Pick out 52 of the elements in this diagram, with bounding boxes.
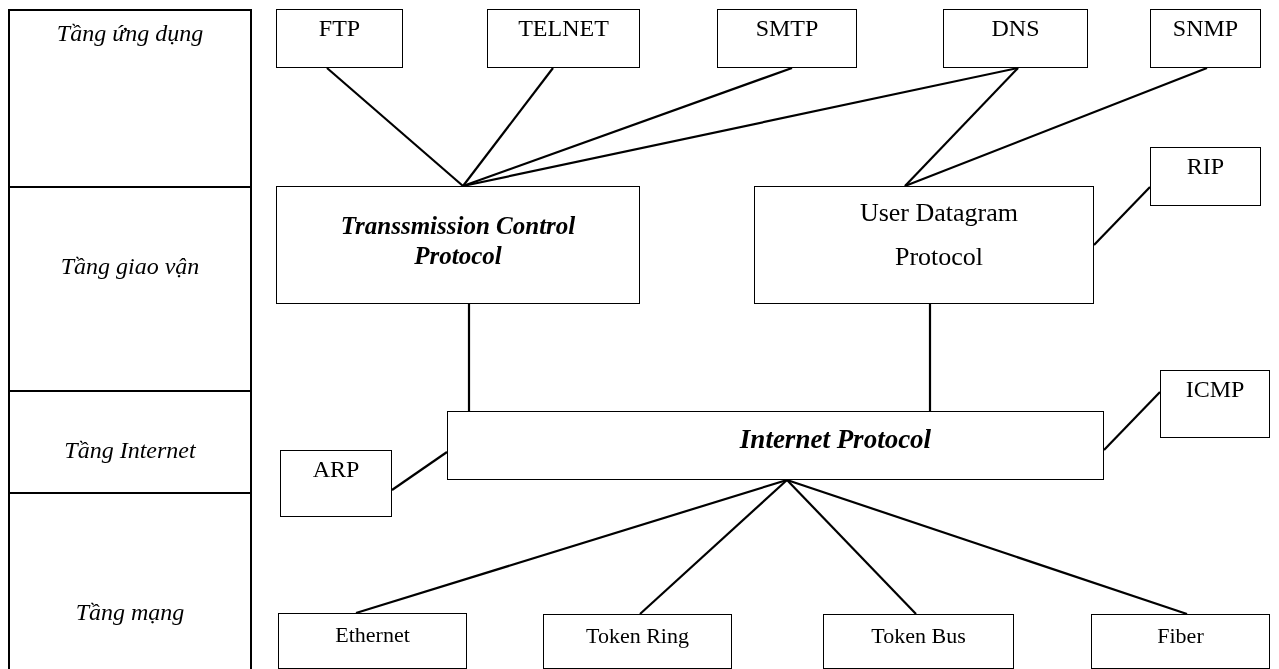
connector-line [462, 67, 554, 187]
protocol-name: ARP [312, 455, 360, 483]
protocol-name: Transsmission Control Protocol [339, 211, 577, 271]
protocol-name: RIP [1186, 152, 1225, 180]
connector-line [786, 478, 1188, 616]
protocol-name: Internet Protocol [739, 424, 932, 454]
connector-line [904, 67, 1019, 187]
protocol-name: SMTP [755, 14, 819, 42]
protocol-box [823, 614, 1014, 669]
layer-label: Tầng Internet [64, 436, 196, 465]
protocol-box [1160, 370, 1270, 438]
protocol-box [1091, 614, 1270, 669]
protocol-box [1150, 147, 1261, 206]
layer-label: Tầng giao vận [60, 252, 200, 281]
protocol-box [943, 9, 1088, 68]
protocol-name: SNMP [1172, 14, 1239, 42]
network-name: Ethernet [335, 622, 410, 648]
layer-band [8, 390, 252, 492]
connector-line [391, 451, 448, 491]
protocol-box [447, 411, 1104, 480]
connector-line [928, 304, 932, 411]
layer-label: Tầng mạng [75, 598, 185, 627]
protocol-box [717, 9, 857, 68]
connector-line [355, 478, 788, 615]
layer-band [8, 492, 252, 669]
layer-band [8, 9, 252, 186]
connector-line [639, 479, 788, 615]
network-name: Fiber [1157, 623, 1204, 649]
protocol-name: DNS [991, 14, 1040, 42]
network-name: Token Bus [871, 623, 966, 649]
layer-label: Tầng ứng dụng [56, 19, 204, 48]
connector-line [1093, 186, 1151, 246]
layer-band [8, 186, 252, 390]
protocol-box [276, 186, 640, 304]
protocol-name: FTP [318, 14, 361, 42]
protocol-box [754, 186, 1094, 304]
connector-line [904, 66, 1208, 188]
protocol-name: ICMP [1185, 375, 1245, 403]
protocol-box [487, 9, 640, 68]
protocol-box [280, 450, 392, 517]
connector-line [786, 479, 917, 615]
connector-line [467, 304, 471, 411]
protocol-box [276, 9, 403, 68]
network-name: Token Ring [586, 623, 689, 649]
protocol-box [543, 614, 732, 669]
protocol-box [278, 613, 467, 669]
connector-line [462, 66, 793, 188]
protocol-name: User Datagram Protocol [858, 197, 1020, 273]
protocol-name: TELNET [518, 14, 609, 42]
protocol-box [1150, 9, 1261, 68]
connector-line [326, 67, 464, 187]
connector-line [1103, 391, 1161, 451]
